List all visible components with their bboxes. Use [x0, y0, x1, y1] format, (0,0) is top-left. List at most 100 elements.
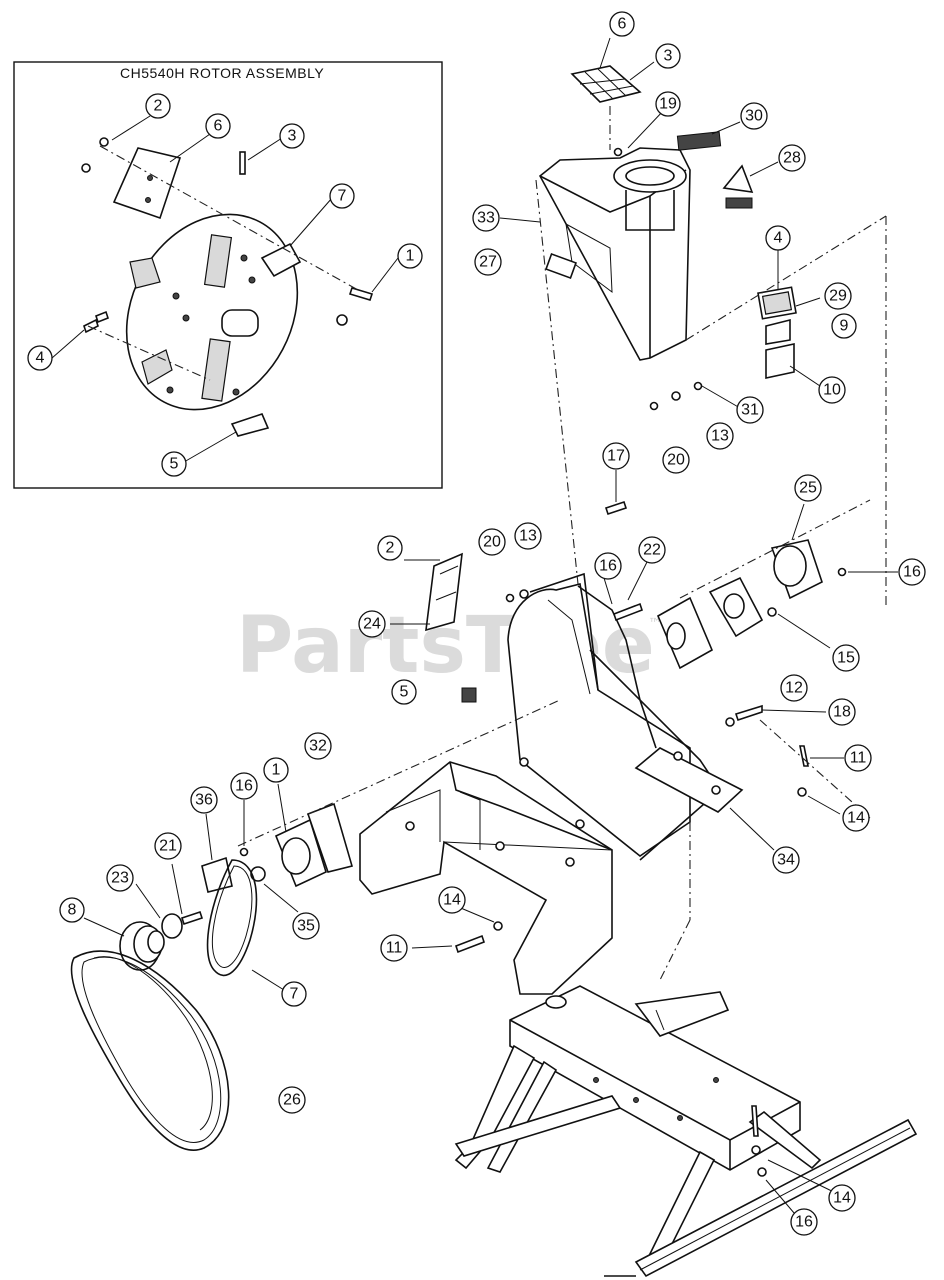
svg-text:16: 16	[599, 558, 617, 575]
callout[interactable]: 33	[472, 204, 500, 232]
svg-text:16: 16	[795, 1214, 813, 1231]
callout[interactable]: 3	[279, 123, 305, 149]
callout[interactable]: 1	[397, 243, 423, 269]
callout[interactable]: 16	[594, 552, 622, 580]
knife-plate	[112, 147, 182, 220]
callout[interactable]: 30	[740, 102, 768, 130]
callout[interactable]: 4	[765, 225, 791, 251]
callout[interactable]: 26	[278, 1086, 306, 1114]
svg-text:36: 36	[195, 792, 213, 809]
callout[interactable]: 16	[790, 1208, 818, 1236]
callout[interactable]: 11	[844, 744, 872, 772]
callout[interactable]: 7	[329, 183, 355, 209]
callout[interactable]: 21	[154, 832, 182, 860]
callout[interactable]: 31	[736, 396, 764, 424]
callout[interactable]: 7	[281, 981, 307, 1007]
callout[interactable]: 5	[391, 679, 417, 705]
small-decal	[725, 197, 753, 209]
callout[interactable]: 2	[145, 93, 171, 119]
bracket-plate	[634, 747, 744, 813]
callout[interactable]: 19	[655, 91, 681, 117]
rotor-knife	[203, 234, 233, 288]
callout[interactable]: 27	[474, 248, 502, 276]
rotor-assembly-inset: CH5540H ROTOR ASSEMBLY	[13, 61, 443, 489]
callout[interactable]: 13	[706, 422, 734, 450]
washer	[757, 1167, 767, 1177]
rotor-paddle	[260, 242, 302, 278]
callout[interactable]: 14	[842, 804, 870, 832]
callouts: 2 6 3 7 1 4 5 6 3 19 30 28 33 4 29 9 10 …	[27, 11, 926, 1236]
svg-text:11: 11	[850, 750, 867, 767]
svg-text:34: 34	[777, 852, 795, 869]
callout[interactable]: 6	[205, 113, 231, 139]
svg-text:23: 23	[111, 870, 129, 887]
callout[interactable]: 14	[438, 886, 466, 914]
hopper-hood	[499, 37, 887, 606]
callout[interactable]: 11	[380, 934, 408, 962]
spacer-ring	[250, 866, 266, 882]
svg-text:17: 17	[607, 448, 625, 465]
svg-text:1: 1	[272, 762, 281, 779]
callout[interactable]: 12	[780, 674, 808, 702]
nut	[99, 137, 109, 147]
v-belt-large	[70, 950, 230, 1151]
callout[interactable]: 4	[27, 345, 53, 371]
v-belt-small	[206, 859, 258, 977]
callout[interactable]: 22	[638, 536, 666, 564]
callout[interactable]: 15	[832, 644, 860, 672]
callout[interactable]: 13	[514, 522, 542, 550]
callout[interactable]: 32	[304, 732, 332, 760]
svg-text:2: 2	[386, 540, 395, 557]
callout[interactable]: 34	[772, 846, 800, 874]
decal-9	[765, 318, 791, 345]
svg-text:19: 19	[659, 96, 677, 113]
callout[interactable]: 35	[292, 912, 320, 940]
svg-text:25: 25	[799, 480, 817, 497]
nut	[751, 1145, 761, 1155]
frame-decal	[425, 552, 463, 632]
rotor-knife	[201, 338, 231, 402]
svg-text:14: 14	[847, 810, 865, 827]
callout[interactable]: 29	[824, 282, 852, 310]
svg-text:29: 29	[829, 288, 847, 305]
callout[interactable]: 14	[828, 1184, 856, 1212]
washer	[671, 391, 681, 401]
svg-text:16: 16	[903, 564, 921, 581]
callout[interactable]: 2	[377, 535, 403, 561]
callout[interactable]: 36	[190, 786, 218, 814]
bolt	[348, 287, 374, 301]
bearing-bracket	[306, 802, 353, 873]
svg-text:27: 27	[479, 254, 497, 271]
callout[interactable]: 18	[828, 698, 856, 726]
callout[interactable]: 20	[662, 446, 690, 474]
callout[interactable]: 5	[161, 451, 187, 477]
hitch-tongue	[634, 991, 730, 1037]
callout[interactable]: 10	[818, 376, 846, 404]
callout[interactable]: 16	[898, 558, 926, 586]
callout[interactable]: 17	[602, 442, 630, 470]
ledger-plate	[230, 413, 270, 437]
svg-text:31: 31	[741, 402, 759, 419]
hood-grille	[565, 223, 613, 294]
callout[interactable]: 3	[655, 43, 681, 69]
svg-text:9: 9	[840, 318, 849, 335]
main-frame	[70, 470, 898, 1151]
callout[interactable]: 23	[106, 864, 134, 892]
callout[interactable]: 16	[230, 772, 258, 800]
rotor-paddle	[141, 349, 173, 385]
callout[interactable]: 25	[794, 474, 822, 502]
svg-text:5: 5	[170, 456, 179, 473]
svg-text:2: 2	[154, 98, 163, 115]
callout[interactable]: 6	[609, 11, 635, 37]
callout[interactable]: 1	[263, 757, 289, 783]
warning-decal	[676, 131, 722, 151]
callout[interactable]: 20	[478, 528, 506, 556]
svg-text:6: 6	[618, 16, 627, 33]
callout[interactable]: 8	[59, 897, 85, 923]
setscrew	[180, 910, 204, 926]
svg-text:24: 24	[363, 616, 381, 633]
callout[interactable]: 28	[778, 144, 806, 172]
callout[interactable]: 9	[831, 313, 857, 339]
svg-text:6: 6	[214, 118, 223, 135]
callout[interactable]: 24	[358, 610, 386, 638]
